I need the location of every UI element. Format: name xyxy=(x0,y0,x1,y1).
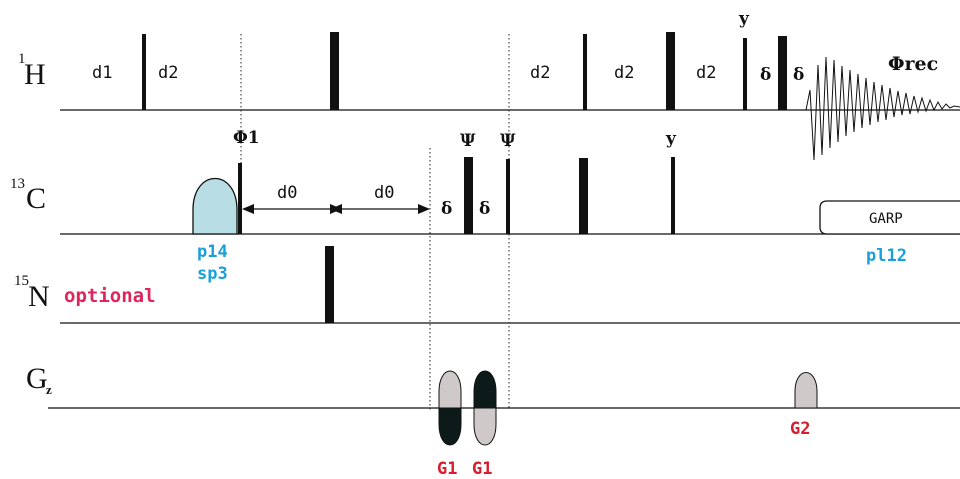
gradient-g2 xyxy=(794,372,818,409)
h-pulse-180-3 xyxy=(778,36,787,110)
h-pulse-90-1 xyxy=(142,34,146,110)
gradient-z: z xyxy=(46,382,52,397)
delay-delta-h1: δ xyxy=(760,65,771,85)
delay-delta-c2: δ xyxy=(479,199,490,219)
phase-y-h: y xyxy=(738,9,750,29)
h-pulse-90-2 xyxy=(583,34,587,110)
label-g2: G2 xyxy=(790,419,810,439)
channel-label-15n: 15 N xyxy=(14,273,50,313)
delay-d2-b: d2 xyxy=(530,63,550,83)
c-shaped-pulse xyxy=(192,177,238,235)
isotope-13c: 13 xyxy=(10,176,25,192)
fid-signal xyxy=(805,56,960,161)
phase-phi1: Φ1 xyxy=(233,128,260,148)
label-pl12: pl12 xyxy=(866,246,907,266)
nucleus-c: C xyxy=(26,182,46,215)
garp-label: GARP xyxy=(869,211,903,227)
nucleus-n: N xyxy=(28,280,50,313)
nucleus-h: H xyxy=(24,58,46,91)
h-pulse-180-1 xyxy=(330,32,339,110)
gradient-g1-a xyxy=(438,370,462,446)
channel-label-1h: 1 H xyxy=(18,51,46,91)
c-pulse-90-2 xyxy=(506,159,510,234)
c-pulse-90-1 xyxy=(238,163,242,234)
h-pulse-180-2 xyxy=(666,32,675,110)
c-pulse-90-3 xyxy=(671,157,675,234)
label-g1-b: G1 xyxy=(472,459,492,479)
label-g1-a: G1 xyxy=(437,459,457,479)
label-sp3: sp3 xyxy=(197,264,228,284)
n-pulse-180 xyxy=(325,246,334,323)
c-pulse-180-1 xyxy=(464,157,473,234)
phase-psi-1: Ψ xyxy=(460,131,476,151)
gradient-g: G xyxy=(26,362,48,395)
delay-d2-a: d2 xyxy=(158,63,178,83)
delay-d0-1: d0 xyxy=(277,183,297,203)
delay-d2-d: d2 xyxy=(696,63,716,83)
d0-arrow-2 xyxy=(330,204,430,214)
isotope-1h: 1 xyxy=(18,51,26,67)
phase-psi-2: Ψ xyxy=(500,131,516,151)
garp-decoupling-box xyxy=(819,200,960,235)
c-pulse-180-2 xyxy=(579,158,588,234)
h-pulse-90-3 xyxy=(743,38,747,110)
label-p14: p14 xyxy=(197,242,228,262)
label-optional: optional xyxy=(64,285,156,307)
d0-arrow-1 xyxy=(242,204,342,214)
channel-label-13c: 13 C xyxy=(10,176,46,215)
phase-receiver: Φrec xyxy=(888,53,938,75)
delay-d0-2: d0 xyxy=(374,183,394,203)
delay-d2-c: d2 xyxy=(614,63,634,83)
delay-delta-h2: δ xyxy=(793,65,804,85)
phase-y-c: y xyxy=(665,129,677,149)
isotope-15n: 15 xyxy=(14,273,29,289)
delay-d1: d1 xyxy=(92,63,112,83)
delay-delta-c1: δ xyxy=(441,199,452,219)
channel-label-gz: G z xyxy=(26,362,52,397)
gradient-g1-b xyxy=(473,370,497,446)
